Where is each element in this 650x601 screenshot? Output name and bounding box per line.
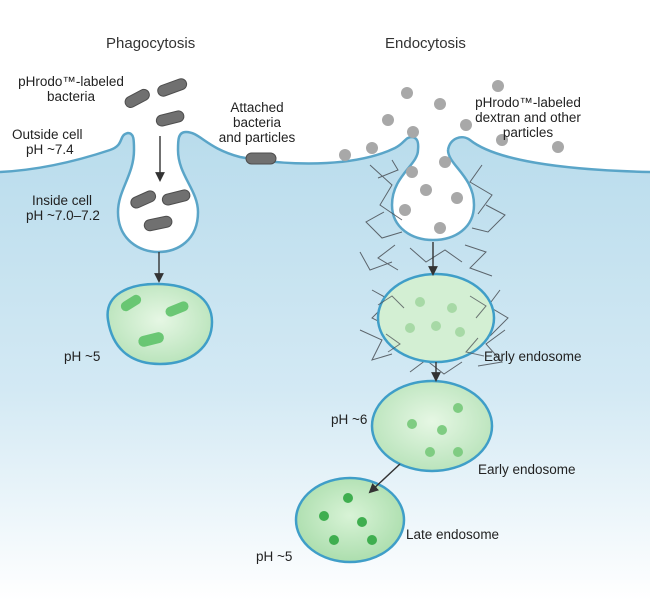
- early-endosome-2-ph-label: pH ~6: [331, 412, 368, 427]
- early-endosome-2-dextran: [407, 403, 463, 457]
- phagosome-ph-label: pH ~5: [64, 349, 101, 364]
- late-endosome-dextran: [319, 493, 377, 545]
- attached-line-2: bacteria: [232, 115, 282, 130]
- outside-cell-label: Outside cell pH ~7.4: [12, 127, 83, 157]
- phagocytic-cup: [116, 149, 200, 254]
- inside-cell-label: Inside cell pH ~7.0–7.2: [26, 193, 100, 223]
- bacteria-label-line-2: bacteria: [46, 89, 96, 104]
- bacteria-label-line-1: pHrodo™-labeled: [18, 74, 124, 89]
- inside-cell-ph: pH ~7.0–7.2: [26, 208, 100, 223]
- phagosome: [106, 282, 214, 366]
- attached-label: Attached bacteria and particles: [205, 100, 309, 145]
- endocytosis-title: Endocytosis: [385, 35, 466, 52]
- early-endosome-2: [370, 379, 494, 473]
- dextran-line-1: pHrodo™-labeled: [475, 95, 581, 110]
- late-endosome-ph-label: pH ~5: [256, 549, 293, 564]
- early-endosome-2-label: Early endosome: [478, 462, 576, 477]
- dextran-line-2: dextran and other: [475, 110, 581, 125]
- arrows: [154, 136, 441, 494]
- late-endosome-label: Late endosome: [406, 527, 500, 542]
- inside-cell-line-1: Inside cell: [32, 193, 93, 208]
- early-endosome-1-dextran: [405, 297, 465, 337]
- early-endosome-1-label: Early endosome: [484, 349, 582, 364]
- bacteria: [124, 78, 277, 232]
- dextran-label: pHrodo™-labeled dextran and other partic…: [460, 95, 596, 140]
- arrow-endosome-2-to-late: [368, 463, 401, 494]
- dextran-particles: [339, 80, 564, 234]
- outside-cell-ph: pH ~7.4: [26, 142, 74, 157]
- early-endosome-1-mesh: [377, 295, 487, 357]
- bacteria-label: pHrodo™-labeled bacteria: [6, 74, 136, 104]
- attached-line-3: and particles: [218, 130, 296, 145]
- attached-line-1: Attached: [230, 100, 284, 115]
- late-endosome: [294, 476, 406, 564]
- phagocytosis-title: Phagocytosis: [106, 35, 196, 52]
- dextran-line-3: particles: [502, 125, 554, 140]
- outside-cell-line-1: Outside cell: [12, 127, 83, 142]
- phagosome-bacteria: [120, 294, 189, 347]
